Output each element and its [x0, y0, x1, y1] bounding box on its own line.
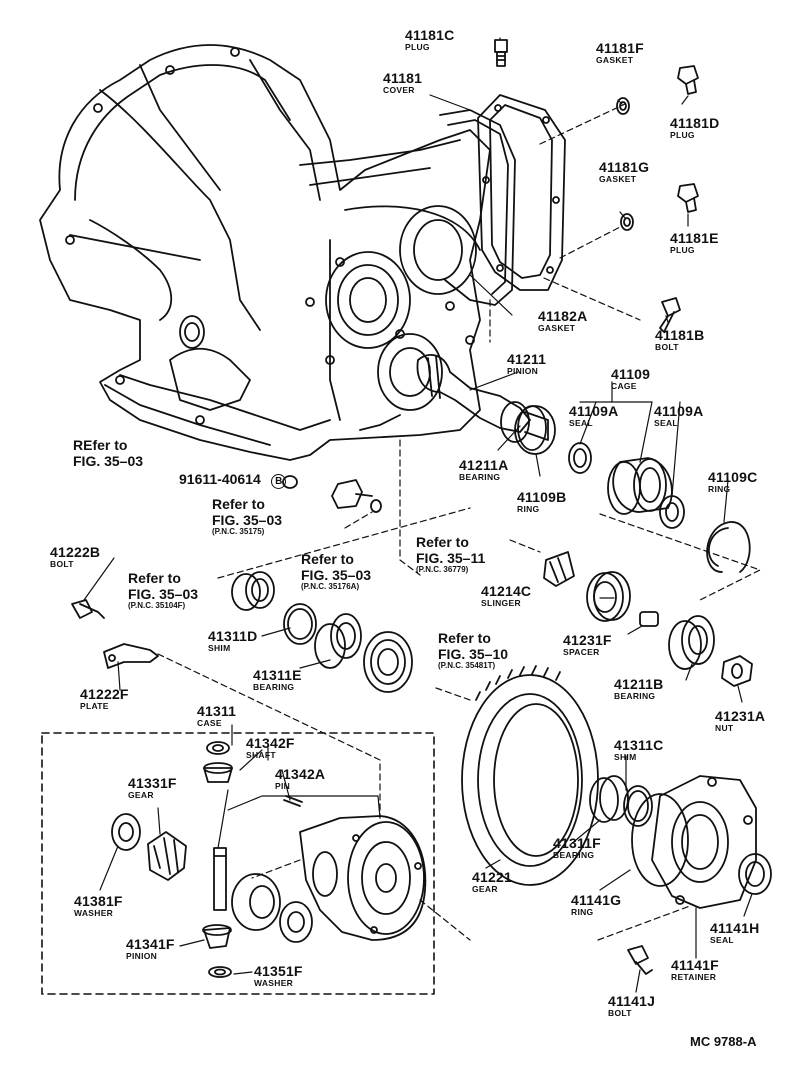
differential-case-group-box — [41, 732, 435, 995]
ring-41141g — [631, 793, 689, 887]
bolt-41141j — [627, 945, 653, 975]
seal-41109a-left — [568, 442, 592, 474]
pinion-41341f — [202, 924, 232, 949]
side-cover — [439, 94, 566, 306]
side-gear-right — [231, 873, 281, 931]
ring-41109b — [514, 405, 556, 455]
bolt-b-part — [282, 475, 382, 513]
diff-case-41311 — [299, 815, 427, 941]
bearing-ref-35104f — [231, 571, 275, 611]
plate-41222f — [103, 643, 159, 669]
alignment-lines — [157, 103, 761, 941]
bearing-41311f — [589, 775, 629, 823]
bearing-41211b — [668, 615, 715, 670]
plug-41181e — [677, 183, 699, 213]
ring-41109c — [706, 521, 751, 573]
spacer-41231f — [639, 611, 659, 627]
washer-41351f — [208, 966, 232, 978]
gasket-41181f — [616, 97, 630, 115]
bearing-41311e — [314, 613, 362, 669]
bolt-41222b — [71, 599, 105, 619]
bolt-b-callout: 91611-40614 B — [179, 472, 287, 489]
seal-ref-35481t — [363, 631, 413, 693]
bolt-41181b — [659, 297, 681, 333]
gasket-41181g — [620, 213, 634, 231]
pinion-shaft — [416, 354, 549, 451]
seal-41109a-right — [659, 495, 685, 529]
ring-gear-41221 — [461, 665, 599, 886]
diagram-code: MC 9788-A — [690, 1034, 757, 1049]
pinion-top — [203, 762, 233, 783]
gear-ref-36779 — [543, 551, 575, 587]
nut-41231a — [721, 655, 753, 687]
plug-41181d — [677, 65, 699, 95]
shaft-41342f — [213, 847, 227, 911]
shim-41311c — [623, 785, 653, 827]
washer-41342f — [206, 741, 230, 755]
cage-41109 — [607, 457, 673, 515]
pin-41342a — [283, 795, 303, 807]
shim-41311d — [283, 603, 317, 645]
plug-41181c — [494, 39, 508, 67]
leader-lines — [83, 37, 753, 993]
washer-41381f — [111, 813, 141, 851]
slinger-41214c — [586, 571, 631, 622]
gear-41331f — [147, 831, 187, 881]
washer-diff-41311 — [279, 901, 313, 943]
transaxle-case — [39, 44, 491, 461]
seal-41141h — [738, 853, 772, 895]
